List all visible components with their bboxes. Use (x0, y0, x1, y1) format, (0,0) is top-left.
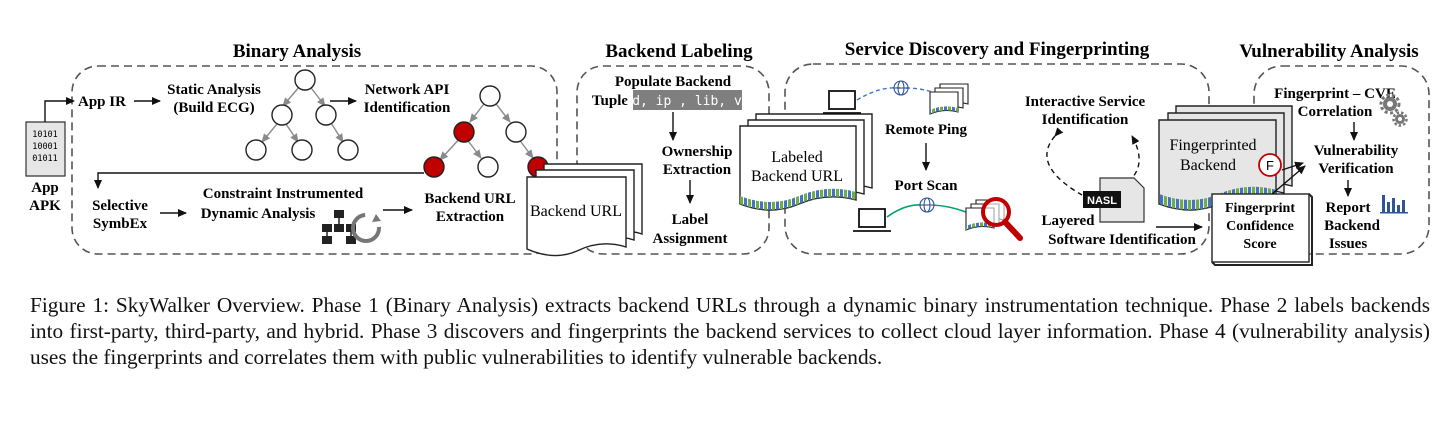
remote-ping-label: Remote Ping (885, 122, 968, 138)
populate-backend-label-2: Tuple (592, 93, 628, 109)
backend-url-extraction-label-2: Extraction (436, 209, 505, 225)
network-api-label-2: Identification (364, 100, 451, 116)
globe-icon-bottom (919, 197, 935, 213)
arrow-f-to-verification (1281, 161, 1304, 171)
backend-url-document-stack (526, 163, 643, 257)
server-stack-icon-top (929, 83, 969, 115)
interactive-service-label-1: Interactive Service (1025, 94, 1146, 110)
magnifier-icon (981, 197, 1023, 241)
red-node-tree-icon (423, 85, 549, 178)
app-apk-label-2: APK (29, 198, 61, 214)
apk-bits-line-1: 10101 (32, 130, 58, 140)
tuple-text: {d, ip , lib, v} (624, 94, 749, 109)
labeled-doc-label-2: Backend URL (751, 168, 843, 185)
report-label-1: Report (1326, 200, 1371, 216)
network-api-label-1: Network API (365, 82, 450, 98)
report-label-2: Backend (1324, 218, 1381, 234)
layered-label-1: Layered (1041, 213, 1095, 229)
constraint-instrumented-label-1: Constraint Instrumented (203, 186, 364, 202)
laptop-icon-top (823, 90, 861, 114)
confidence-score-box (1211, 193, 1313, 266)
verification-label-1: Vulnerability (1314, 143, 1399, 159)
arrow-apk-to-ir (44, 97, 75, 122)
confidence-label-1: Fingerprint (1225, 201, 1295, 216)
backend-url-document-label: Backend URL (530, 203, 622, 220)
labeled-doc-label-1: Labeled (771, 149, 823, 166)
f-badge-label: F (1266, 158, 1274, 173)
tuple-badge (633, 90, 742, 110)
layered-label-2: Software Identification (1048, 232, 1196, 248)
port-scan-label: Port Scan (895, 178, 959, 194)
fingerprinted-doc-label-2: Backend (1180, 157, 1236, 174)
interactive-service-label-2: Identification (1042, 112, 1129, 128)
ownership-label-2: Extraction (663, 162, 732, 178)
f-badge-circle (1258, 153, 1282, 177)
static-analysis-label-1: Static Analysis (167, 82, 261, 98)
verification-label-2: Verification (1318, 161, 1394, 177)
ownership-label-1: Ownership (662, 144, 733, 160)
dashed-link-top (856, 87, 901, 101)
nasl-document-icon (1083, 177, 1145, 223)
fingerprinted-doc-label-1: Fingerprinted (1169, 137, 1256, 154)
link-bottom-2 (932, 204, 967, 213)
overview-diagram: Binary Analysis Backend Labeling Service… (25, 39, 1430, 266)
backend-url-extraction-label-1: Backend URL (424, 191, 515, 207)
phase-title-vulnerability-analysis: Vulnerability Analysis (1239, 41, 1418, 62)
phase-title-backend-labeling: Backend Labeling (605, 41, 753, 62)
bar-chart-icon (1380, 195, 1408, 214)
arrow-confidence-to-verification (1271, 165, 1306, 195)
populate-backend-label-1: Populate Backend (615, 74, 732, 90)
labeled-backend-url-stack (739, 113, 873, 211)
label-assignment-label-2: Assignment (652, 231, 727, 247)
laptop-icon-bottom (853, 208, 891, 232)
apk-bits-line-3: 01011 (32, 154, 58, 164)
cve-correlation-label-1: Fingerprint – CVE (1274, 86, 1396, 102)
label-assignment-label-1: Label (672, 212, 709, 228)
arrow-tree-to-symbex (94, 172, 424, 189)
app-apk-label-1: App (31, 180, 59, 196)
report-label-3: Issues (1329, 236, 1368, 252)
confidence-label-2: Confidence (1226, 219, 1294, 234)
apk-file-icon: 10101 10001 01011 (25, 121, 66, 177)
gear-icon (1379, 93, 1408, 127)
app-ir-label: App IR (78, 94, 126, 110)
dashed-link-top-2 (905, 87, 933, 93)
cycle-arrow-left (1046, 127, 1083, 196)
phase-title-binary-analysis: Binary Analysis (233, 41, 361, 62)
phase-title-service-discovery: Service Discovery and Fingerprinting (845, 39, 1150, 60)
cve-correlation-label-2: Correlation (1298, 104, 1373, 120)
globe-icon-top (893, 80, 909, 96)
instrumentation-icon (322, 210, 381, 244)
cycle-arrow-right (1127, 135, 1140, 183)
figure-caption: Figure 1: SkyWalker Overview. Phase 1 (B… (30, 293, 1430, 369)
nasl-label: NASL (1087, 195, 1117, 207)
confidence-label-3: Score (1243, 237, 1276, 252)
apk-bits-line-2: 10001 (32, 142, 58, 152)
phase-box-vulnerability-analysis (1253, 65, 1430, 255)
static-analysis-label-2: (Build ECG) (173, 100, 254, 116)
link-bottom (886, 204, 922, 218)
constraint-instrumented-label-2: Dynamic Analysis (201, 206, 316, 222)
selective-symbex-label-1: Selective (92, 198, 148, 214)
selective-symbex-label-2: SymbEx (93, 216, 148, 232)
ecg-tree-icon (245, 69, 359, 161)
